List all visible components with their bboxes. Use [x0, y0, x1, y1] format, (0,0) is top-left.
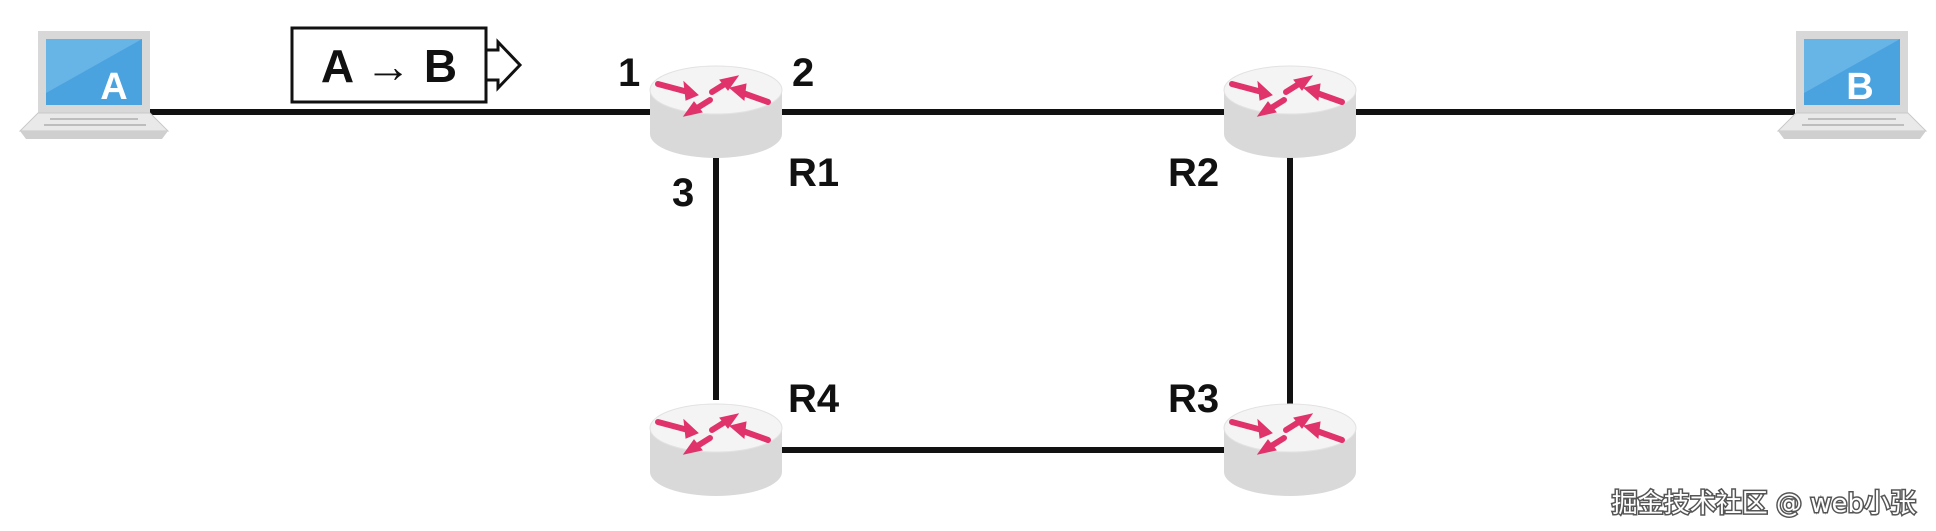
host-a-label: A [100, 66, 127, 108]
links [150, 109, 1795, 453]
host-b-label: B [1846, 66, 1873, 108]
hollow-arrow-icon [484, 38, 523, 92]
watermark: 掘金技术社区 @ web小张 [1612, 489, 1916, 519]
router-r2-label: R2 [1168, 151, 1219, 195]
laptop-icon [19, 30, 169, 140]
router-icon [1224, 66, 1356, 158]
router-r4 [650, 404, 782, 496]
packet-box [290, 26, 488, 104]
packet-label: A → B [321, 40, 457, 92]
router-r4-label: R4 [788, 377, 840, 421]
router-icon [650, 66, 782, 158]
port-1-label: 1 [618, 51, 640, 95]
port-2-label: 2 [792, 51, 814, 95]
router-r3 [1224, 404, 1356, 496]
port-3-label: 3 [672, 171, 694, 215]
host-b: B [1777, 30, 1927, 140]
router-r3-label: R3 [1168, 377, 1219, 421]
router-r2 [1224, 66, 1356, 158]
router-icon [650, 404, 782, 496]
router-icon [1224, 404, 1356, 496]
packet-indicator: A → B [290, 26, 523, 104]
host-a: A [19, 30, 169, 140]
router-r1-label: R1 [788, 151, 839, 195]
router-r1 [650, 66, 782, 158]
